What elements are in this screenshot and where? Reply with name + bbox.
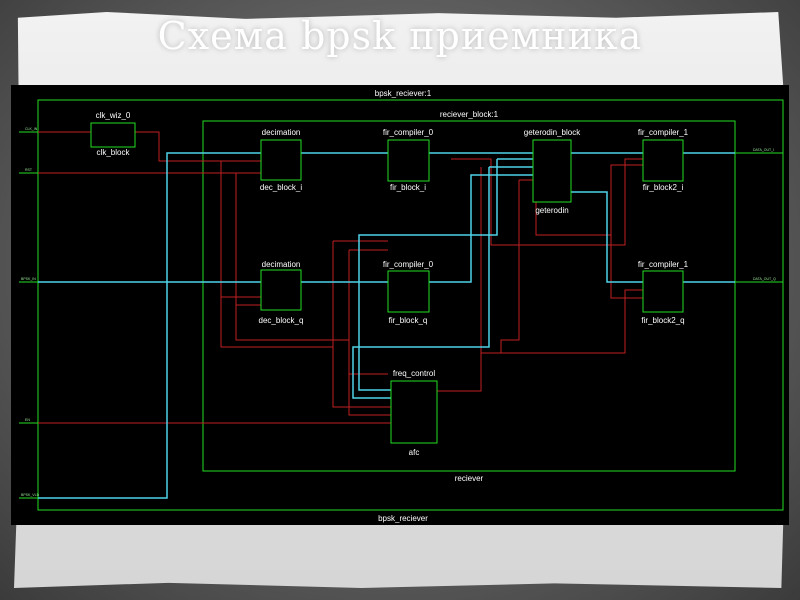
svg-text:DATA_OUT_I: DATA_OUT_I (753, 148, 774, 152)
clk-block-name: clk_block (97, 148, 131, 157)
fir2-i-type: fir_compiler_1 (638, 128, 689, 137)
decimation-block-i[interactable]: decimation dec_block_i (260, 128, 302, 192)
fir-q-type: fir_compiler_0 (383, 260, 434, 269)
dec-q-type: decimation (262, 260, 301, 269)
inner-bottom-label: reciever (455, 474, 484, 483)
fir-q-name: fir_block_q (389, 316, 428, 325)
outer-top-label: bpsk_reciever:1 (375, 89, 432, 98)
dec-i-name: dec_block_i (260, 183, 302, 192)
inner-module-frame (202, 120, 736, 472)
svg-text:BPSK_IN: BPSK_IN (21, 277, 36, 281)
fir-block-i[interactable]: fir_compiler_0 fir_block_i (383, 128, 434, 192)
fir-block-q[interactable]: fir_compiler_0 fir_block_q (383, 260, 434, 325)
geterodin-type: geterodin_block (524, 128, 581, 137)
geterodin-block[interactable]: geterodin_block geterodin (524, 128, 581, 215)
dec-q-name: dec_block_q (259, 316, 304, 325)
fir-i-type: fir_compiler_0 (383, 128, 434, 137)
fir-i-name: fir_block_i (390, 183, 426, 192)
freq-control-block[interactable]: freq_control afc (390, 369, 438, 457)
inner-top-label: reciever_block:1 (440, 110, 499, 119)
fir2-block-q[interactable]: fir_compiler_1 fir_block2_q (638, 260, 689, 325)
fir2-block-i[interactable]: fir_compiler_1 fir_block2_i (638, 128, 689, 192)
outer-module-frame (37, 99, 784, 511)
clk-wiz-block[interactable]: clk_wiz_0 clk_block (90, 111, 136, 157)
svg-text:DATA_OUT_Q: DATA_OUT_Q (753, 277, 776, 281)
dec-i-type: decimation (262, 128, 301, 137)
data-wires (38, 152, 735, 499)
freq-type: freq_control (393, 369, 435, 378)
slide-title: Схема bpsk приемника (157, 14, 643, 58)
decimation-block-q[interactable]: decimation dec_block_q (259, 260, 304, 325)
svg-text:CLK_IN: CLK_IN (25, 127, 38, 131)
control-wires (38, 131, 643, 424)
svg-text:EN: EN (25, 418, 30, 422)
schematic-diagram: bpsk_reciever:1 bpsk_reciever reciever_b… (11, 85, 789, 525)
fir2-i-name: fir_block2_i (643, 183, 684, 192)
fir2-q-type: fir_compiler_1 (638, 260, 689, 269)
geterodin-name: geterodin (535, 206, 568, 215)
outer-output-ports: DATA_OUT_I DATA_OUT_Q (735, 148, 783, 283)
fir2-q-name: fir_block2_q (641, 316, 684, 325)
svg-text:RST: RST (25, 168, 33, 172)
outer-bottom-label: bpsk_reciever (378, 514, 428, 523)
clk-block-type: clk_wiz_0 (96, 111, 131, 120)
freq-name: afc (409, 448, 420, 457)
svg-text:BPSK_VLD: BPSK_VLD (21, 493, 40, 497)
outer-input-ports: CLK_IN RST BPSK_IN EN BPSK_VLD (19, 127, 40, 499)
